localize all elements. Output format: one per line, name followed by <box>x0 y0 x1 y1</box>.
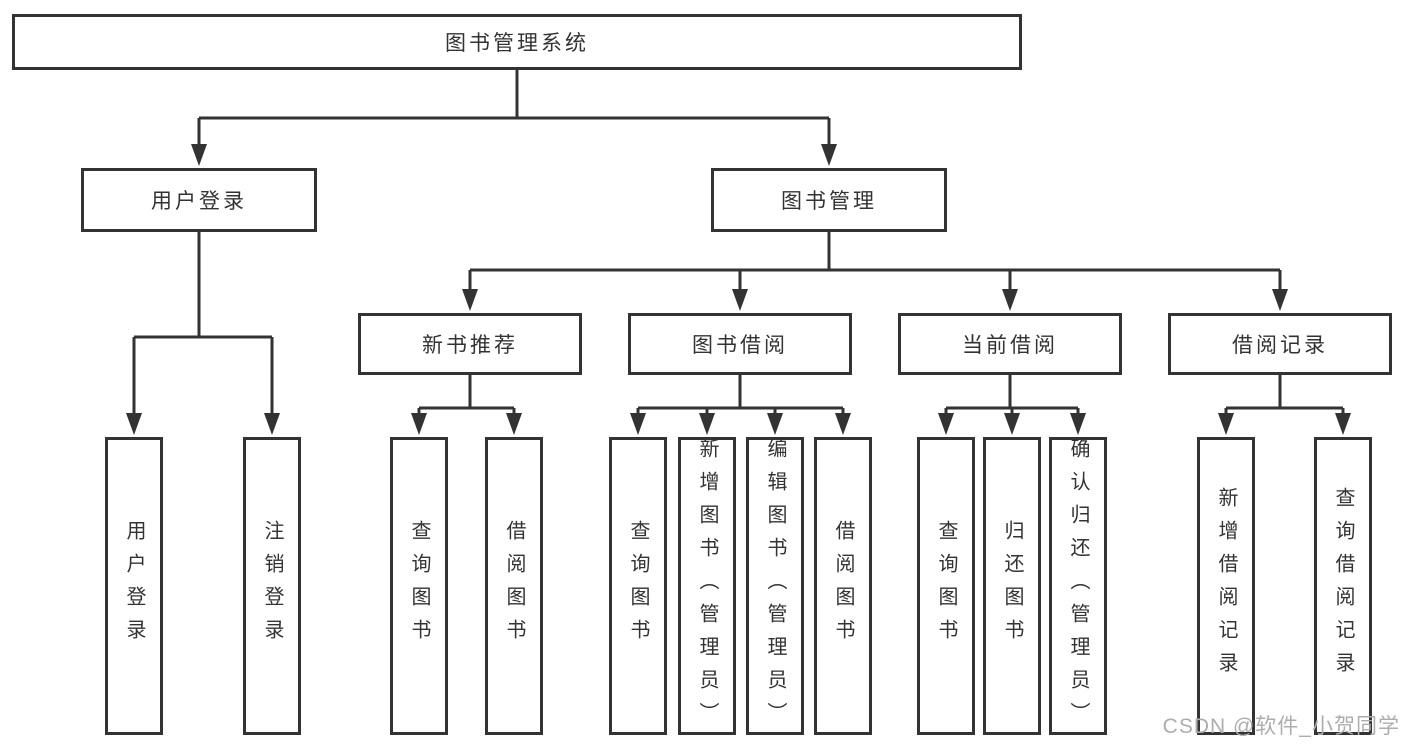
node-book-borrowing: 图书借阅 <box>628 313 852 375</box>
node-current-borrowing: 当前借阅 <box>898 313 1122 375</box>
leaf-logout-label: 注销登录 <box>261 520 283 652</box>
leaf-query-borrow-record-label: 查询借阅记录 <box>1332 487 1354 685</box>
leaf-borrow-books-recommend: 借阅图书 <box>485 437 543 735</box>
node-new-book-recommendation: 新书推荐 <box>358 313 582 375</box>
leaf-confirm-return-admin: 确认归还（管理员） <box>1049 437 1107 735</box>
node-library-management-system: 图书管理系统 <box>12 14 1022 70</box>
leaf-add-borrow-record: 新增借阅记录 <box>1197 437 1255 735</box>
leaf-user-login-label: 用户登录 <box>123 520 145 652</box>
leaf-confirm-return-admin-label: 确认归还（管理员） <box>1067 437 1089 735</box>
leaf-user-login: 用户登录 <box>105 437 163 735</box>
leaf-query-books-recommend: 查询图书 <box>390 437 448 735</box>
leaf-add-borrow-record-label: 新增借阅记录 <box>1215 487 1237 685</box>
leaf-edit-books-admin-label: 编辑图书（管理员） <box>764 437 786 735</box>
leaf-query-borrow-record: 查询借阅记录 <box>1314 437 1372 735</box>
leaf-logout: 注销登录 <box>243 437 301 735</box>
node-book-management: 图书管理 <box>711 168 947 232</box>
leaf-borrow-books-borrowing: 借阅图书 <box>814 437 872 735</box>
leaf-add-books-admin-label: 新增图书（管理员） <box>696 437 718 735</box>
leaf-add-books-admin: 新增图书（管理员） <box>678 437 736 735</box>
node-user-login: 用户登录 <box>81 168 317 232</box>
leaf-borrow-books-borrowing-label: 借阅图书 <box>832 520 854 652</box>
leaf-query-books-borrowing-label: 查询图书 <box>627 520 649 652</box>
leaf-borrow-books-recommend-label: 借阅图书 <box>503 520 525 652</box>
node-borrowing-records: 借阅记录 <box>1168 313 1392 375</box>
leaf-query-books-recommend-label: 查询图书 <box>408 520 430 652</box>
leaf-query-books-current-label: 查询图书 <box>935 520 957 652</box>
leaf-query-books-borrowing: 查询图书 <box>609 437 667 735</box>
leaf-return-books: 归还图书 <box>983 437 1041 735</box>
csdn-watermark: CSDN @软件_小贺同学 <box>1162 715 1400 738</box>
leaf-query-books-current: 查询图书 <box>917 437 975 735</box>
leaf-edit-books-admin: 编辑图书（管理员） <box>746 437 804 735</box>
leaf-return-books-label: 归还图书 <box>1001 520 1023 652</box>
